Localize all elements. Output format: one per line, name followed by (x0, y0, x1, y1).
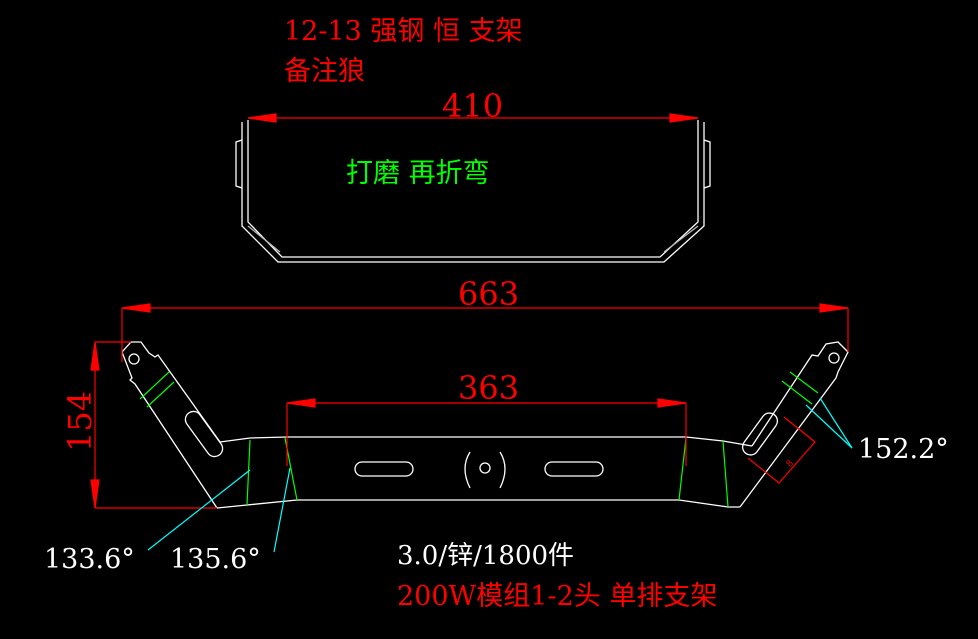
angle-left-outer: 133.6° (44, 544, 135, 575)
process-note: 打磨 再折弯 (346, 158, 490, 189)
title-line2: 备注狼 (284, 56, 365, 87)
dim-label-663: 663 (458, 275, 520, 313)
bracket-plan-view (121, 341, 849, 509)
title-line1: 12-13 强钢 恒 支架 (284, 16, 523, 47)
dim-label-154: 154 (61, 390, 99, 452)
dim-label-363: 363 (458, 369, 520, 407)
spec-note: 3.0/锌/1800件 (397, 541, 575, 571)
product-note: 200W模组1-2头 单排支架 (397, 581, 718, 612)
dim-410 (247, 113, 699, 123)
angle-left-inner: 135.6° (170, 544, 261, 575)
dim-label-410: 410 (442, 87, 504, 125)
dimension-lines (90, 303, 849, 509)
top-profile-view (235, 120, 711, 263)
angle-right: 152.2° (858, 434, 949, 465)
angle-leaders (147, 397, 853, 553)
